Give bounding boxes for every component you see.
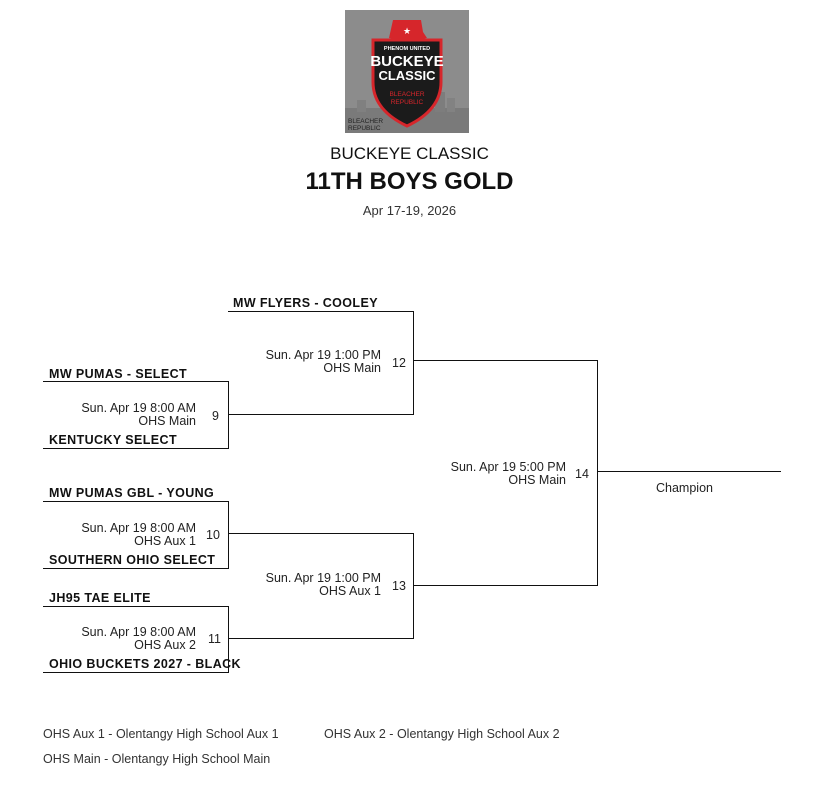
bracket-line <box>228 533 414 535</box>
game-venue: OHS Aux 2 <box>134 638 196 652</box>
svg-text:BLEACHER: BLEACHER <box>389 91 424 98</box>
bracket-line <box>43 448 229 450</box>
bracket-line <box>413 311 415 415</box>
game-13-info: Sun. Apr 19 1:00 PM OHS Aux 1 <box>266 572 381 598</box>
bracket-line <box>413 585 598 587</box>
game-11-info: Sun. Apr 19 8:00 AM OHS Aux 2 <box>81 626 196 652</box>
game-venue: OHS Aux 1 <box>319 584 381 598</box>
champion-label: Champion <box>656 481 713 495</box>
game-venue: OHS Main <box>508 473 566 487</box>
svg-text:REPUBLIC: REPUBLIC <box>348 125 381 132</box>
event-logo: ★ PHENOM UNITED BUCKEYE CLASSIC BLEACHER… <box>345 10 469 133</box>
game-time: Sun. Apr 19 8:00 AM <box>81 401 196 415</box>
legend-aux2: OHS Aux 2 - Olentangy High School Aux 2 <box>324 727 560 741</box>
team-kentucky-select[interactable]: KENTUCKY SELECT <box>49 433 178 447</box>
svg-text:★: ★ <box>403 27 411 37</box>
team-mw-pumas-gbl[interactable]: MW PUMAS GBL - YOUNG <box>49 486 215 500</box>
bracket-line <box>43 501 229 503</box>
game-9-number: 9 <box>212 409 219 423</box>
game-10-info: Sun. Apr 19 8:00 AM OHS Aux 1 <box>81 522 196 548</box>
bracket-line <box>43 672 229 674</box>
game-14-info: Sun. Apr 19 5:00 PM OHS Main <box>451 461 566 487</box>
bracket-line <box>43 606 229 608</box>
game-venue: OHS Main <box>323 361 381 375</box>
team-ohio-buckets[interactable]: OHIO BUCKETS 2027 - BLACK <box>49 657 241 671</box>
svg-text:BUCKEYE: BUCKEYE <box>370 53 443 70</box>
game-time: Sun. Apr 19 8:00 AM <box>81 625 196 639</box>
bracket-line <box>597 471 781 473</box>
team-mw-pumas-select[interactable]: MW PUMAS - SELECT <box>49 367 188 381</box>
svg-text:BLEACHER: BLEACHER <box>348 118 383 125</box>
game-12-number: 12 <box>392 356 406 370</box>
bracket-line <box>43 381 229 383</box>
svg-text:REPUBLIC: REPUBLIC <box>391 99 424 106</box>
bracket-line <box>43 568 229 570</box>
game-11-number: 11 <box>208 632 221 646</box>
bracket-line <box>228 414 414 416</box>
team-mw-flyers[interactable]: MW FLYERS - COOLEY <box>233 296 378 310</box>
svg-text:CLASSIC: CLASSIC <box>378 68 436 83</box>
game-time: Sun. Apr 19 1:00 PM <box>265 348 381 362</box>
game-13-number: 13 <box>392 579 406 593</box>
bracket-line <box>228 501 230 569</box>
bracket-line <box>228 311 414 313</box>
team-jh95-tae-elite[interactable]: JH95 TAE ELITE <box>49 591 151 605</box>
game-time: Sun. Apr 19 1:00 PM <box>265 571 381 585</box>
game-time: Sun. Apr 19 5:00 PM <box>450 460 566 474</box>
game-12-info: Sun. Apr 19 1:00 PM OHS Main <box>266 349 381 375</box>
division-title: 11TH BOYS GOLD <box>305 168 514 195</box>
game-9-info: Sun. Apr 19 8:00 AM OHS Main <box>81 402 196 428</box>
svg-text:PHENOM UNITED: PHENOM UNITED <box>384 46 430 52</box>
game-venue: OHS Aux 1 <box>134 534 196 548</box>
event-dates: Apr 17-19, 2026 <box>362 203 457 218</box>
game-10-number: 10 <box>206 528 220 542</box>
team-southern-ohio-select[interactable]: SOUTHERN OHIO SELECT <box>49 553 216 567</box>
game-venue: OHS Main <box>138 414 196 428</box>
legend-main: OHS Main - Olentangy High School Main <box>43 752 271 766</box>
bracket-line <box>228 638 414 640</box>
game-time: Sun. Apr 19 8:00 AM <box>81 521 196 535</box>
event-title: BUCKEYE CLASSIC <box>330 144 489 163</box>
legend-aux1: OHS Aux 1 - Olentangy High School Aux 1 <box>43 727 279 741</box>
bracket-line <box>228 606 230 673</box>
game-14-number: 14 <box>575 467 589 481</box>
bracket-line <box>597 360 599 586</box>
bracket-line <box>413 360 598 362</box>
buckeye-classic-logo-icon: ★ PHENOM UNITED BUCKEYE CLASSIC BLEACHER… <box>345 10 469 133</box>
